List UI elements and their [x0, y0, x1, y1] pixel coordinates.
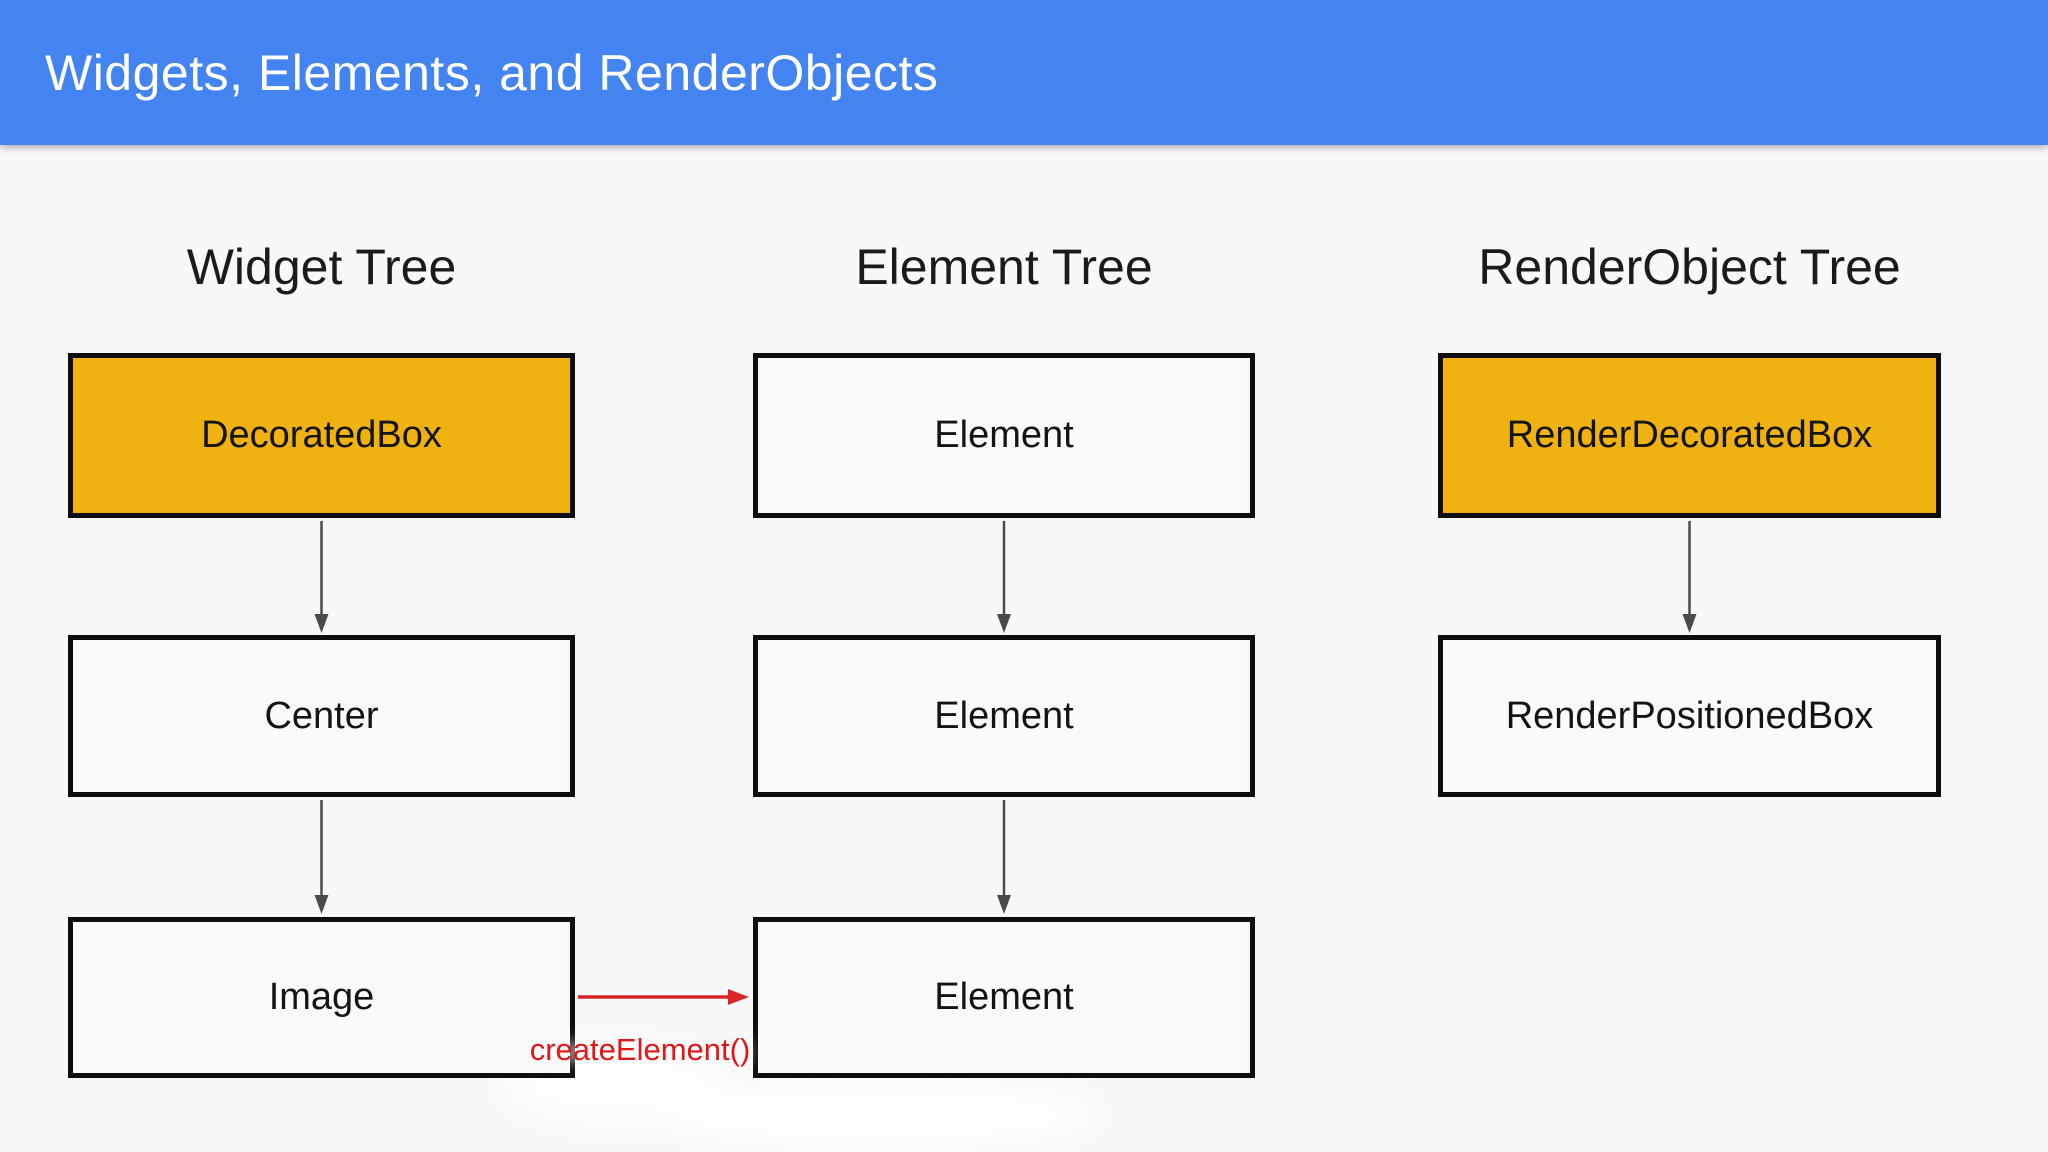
down-arrow-widget-2 — [314, 800, 329, 914]
node-image: Image — [68, 917, 575, 1078]
node-decoratedbox: DecoratedBox — [68, 353, 575, 518]
down-arrow-widget-1 — [314, 521, 329, 633]
white-glow-bottom — [660, 1082, 1100, 1148]
down-arrow-element-2 — [997, 800, 1011, 914]
node-label: Element — [934, 976, 1074, 1018]
node-label: RenderPositionedBox — [1505, 694, 1874, 737]
node-label: Element — [934, 694, 1074, 737]
node-element-3: Element — [753, 917, 1255, 1078]
create-element-arrow — [578, 989, 749, 1005]
column-title-element-tree: Element Tree — [855, 239, 1153, 295]
node-element-2: Element — [753, 635, 1255, 797]
node-renderpositionedbox: RenderPositionedBox — [1438, 635, 1941, 797]
column-title-widget-tree: Widget Tree — [186, 239, 457, 295]
down-arrow-element-1 — [997, 521, 1011, 633]
node-label: Element — [934, 414, 1074, 456]
node-center: Center — [68, 635, 575, 797]
node-element-1: Element — [753, 353, 1255, 518]
node-label: Image — [268, 976, 375, 1018]
node-label: Center — [264, 694, 379, 737]
page-title: Widgets, Elements, and RenderObjects — [45, 44, 939, 101]
down-arrow-renderobject-1 — [1682, 521, 1697, 633]
create-element-label: createElement() — [529, 1032, 751, 1067]
column-title-renderobject-tree: RenderObject Tree — [1478, 239, 1901, 295]
node-label: DecoratedBox — [201, 414, 442, 456]
node-label: RenderDecoratedBox — [1506, 414, 1873, 456]
header-bar: Widgets, Elements, and RenderObjects — [0, 0, 2048, 145]
node-renderdecoratedbox: RenderDecoratedBox — [1438, 353, 1941, 518]
